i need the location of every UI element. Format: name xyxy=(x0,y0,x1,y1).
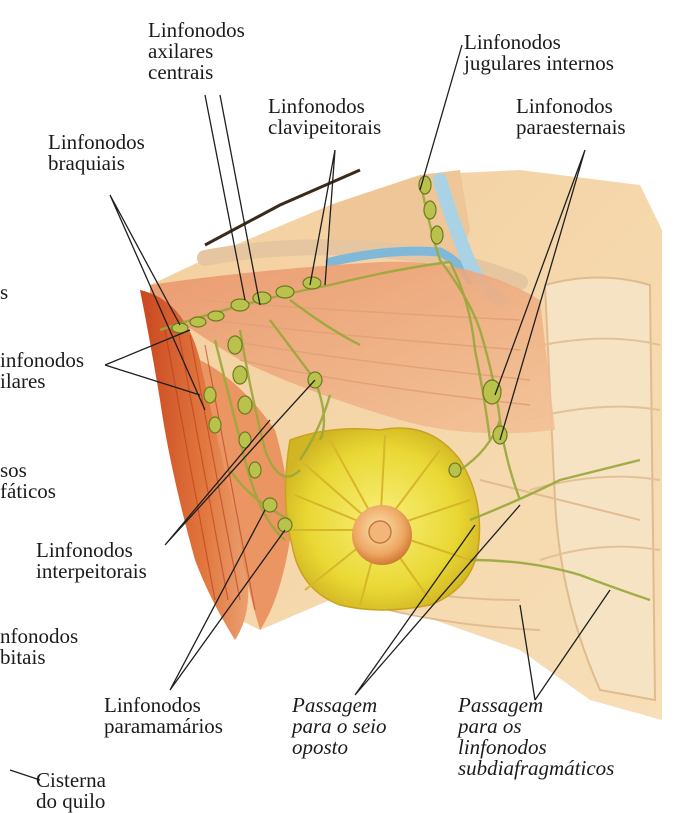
label-jugulares-internos: Linfonodos jugulares internos xyxy=(464,32,614,74)
label-cut-s: s xyxy=(0,282,8,303)
nipple xyxy=(369,521,391,543)
label-paraesternais: Linfonodos paraesternais xyxy=(516,96,626,138)
label-cisterna: Cisterna do quilo xyxy=(36,770,106,812)
label-braquiais: Linfonodos braquiais xyxy=(48,132,145,174)
label-passagem-subdiafragmaticos: Passagem para os linfonodos subdiafragmá… xyxy=(458,695,614,779)
label-vasos-linfaticos: sos fáticos xyxy=(0,460,56,502)
label-axilares: infonodos ilares xyxy=(0,350,84,392)
label-cubitais: nfonodos bitais xyxy=(0,626,78,668)
label-axilares-centrais: Linfonodos axilares centrais xyxy=(148,20,245,83)
label-interpeitorais: Linfonodos interpeitorais xyxy=(36,540,147,582)
label-paramamarios: Linfonodos paramamários xyxy=(104,695,223,737)
label-passagem-seio: Passagem para o seio oposto xyxy=(292,695,387,758)
label-clavipeitorais: Linfonodos clavipeitorais xyxy=(268,96,381,138)
